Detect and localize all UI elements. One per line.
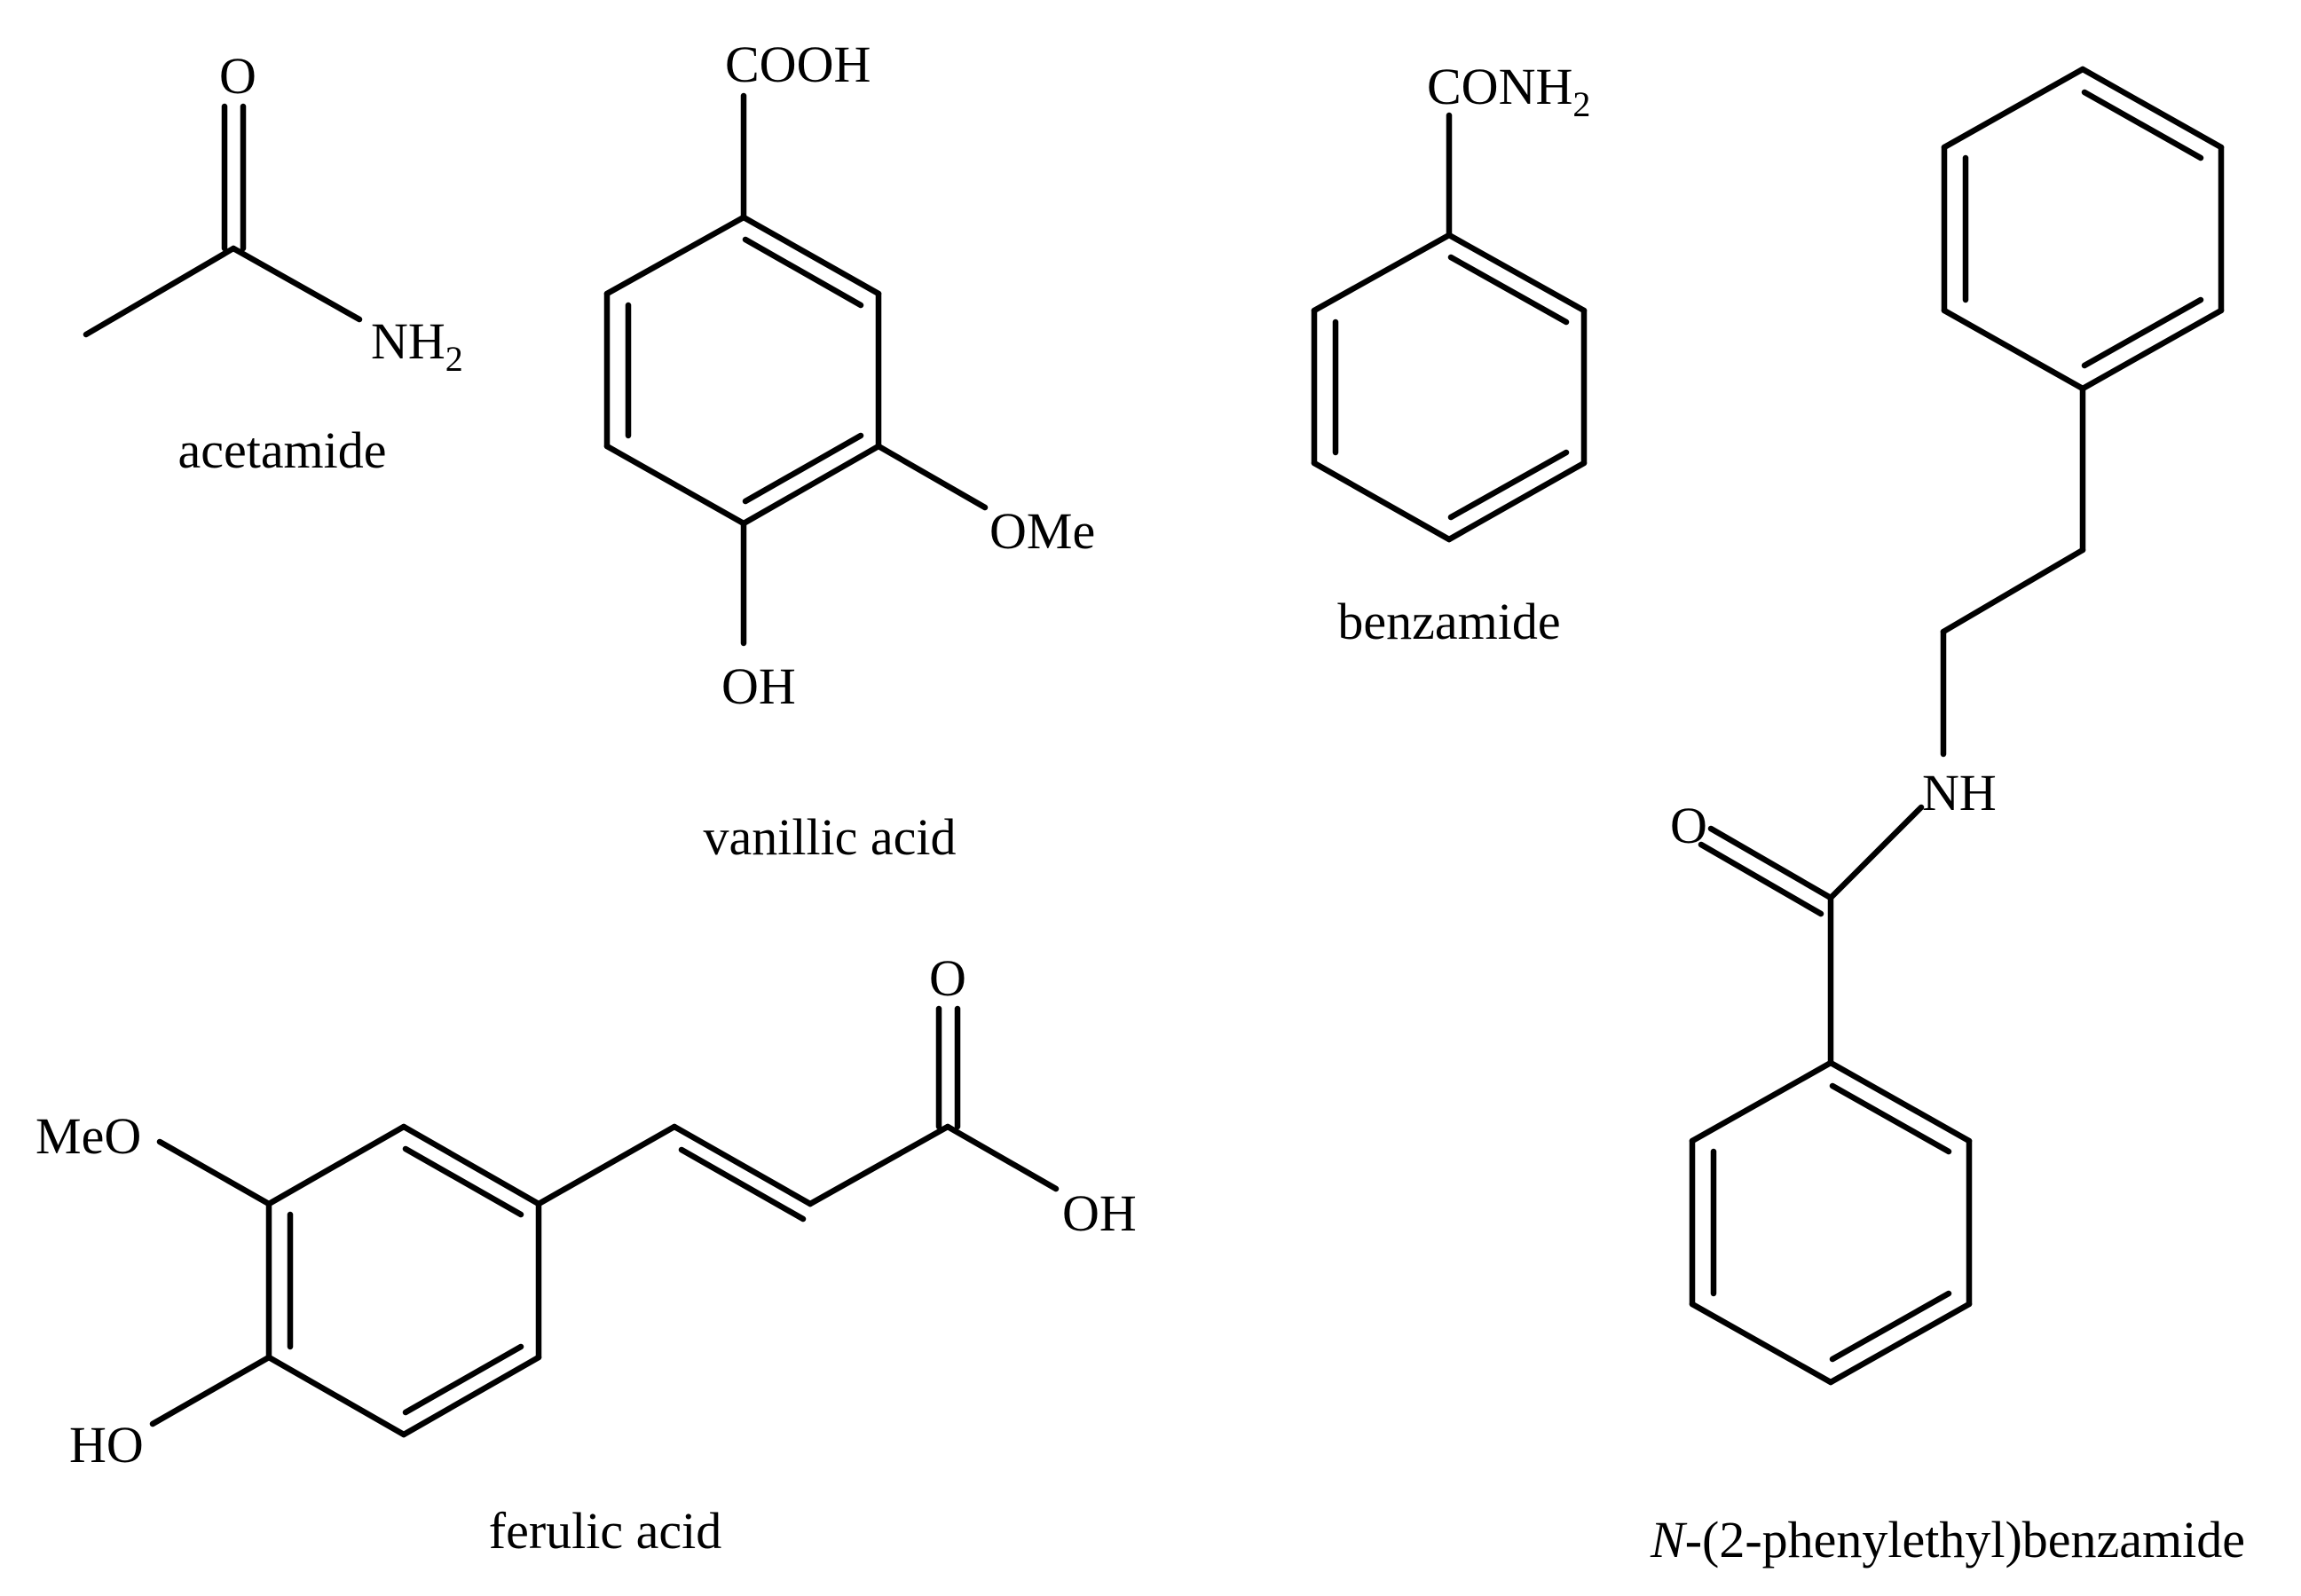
acetamide-oxygen-label: O <box>219 47 256 105</box>
ferulic-acid-structure: MeO HO O OH ferulic acid <box>35 949 1137 1560</box>
n-phenylethyl-benzamide-structure: NH O N-(2-phenylethyl)benzamide <box>1650 66 2245 1568</box>
benzamide-conh2-label: CONH2 <box>1427 58 1590 124</box>
acetamide-name: acetamide <box>177 421 386 479</box>
acetamide-structure: O NH2 acetamide <box>83 47 463 479</box>
ferulic-acid-ho-label: HO <box>69 1416 144 1474</box>
benzamide-name: benzamide <box>1337 593 1560 650</box>
n-phenylethyl-benzamide-oxygen-label: O <box>1670 797 1707 854</box>
n-phenylethyl-benzamide-nh-label: NH <box>1922 764 1997 822</box>
ferulic-acid-carbonyl-o-label: O <box>929 949 966 1007</box>
acetamide-amine-label: NH2 <box>371 312 463 379</box>
n-phenylethyl-benzamide-name: N-(2-phenylethyl)benzamide <box>1650 1511 2245 1568</box>
ferulic-acid-meo-label: MeO <box>35 1107 141 1165</box>
ferulic-acid-name: ferulic acid <box>489 1502 721 1560</box>
vanillic-acid-ome-label: OMe <box>989 502 1095 560</box>
vanillic-acid-name: vanillic acid <box>703 808 956 866</box>
ferulic-acid-oh-label: OH <box>1062 1184 1137 1242</box>
vanillic-acid-cooh-label: COOH <box>725 35 871 93</box>
vanillic-acid-oh-label: OH <box>721 657 796 715</box>
benzamide-structure: CONH2 benzamide <box>1311 58 1590 650</box>
vanillic-acid-structure: COOH OMe OH vanillic acid <box>603 35 1095 866</box>
